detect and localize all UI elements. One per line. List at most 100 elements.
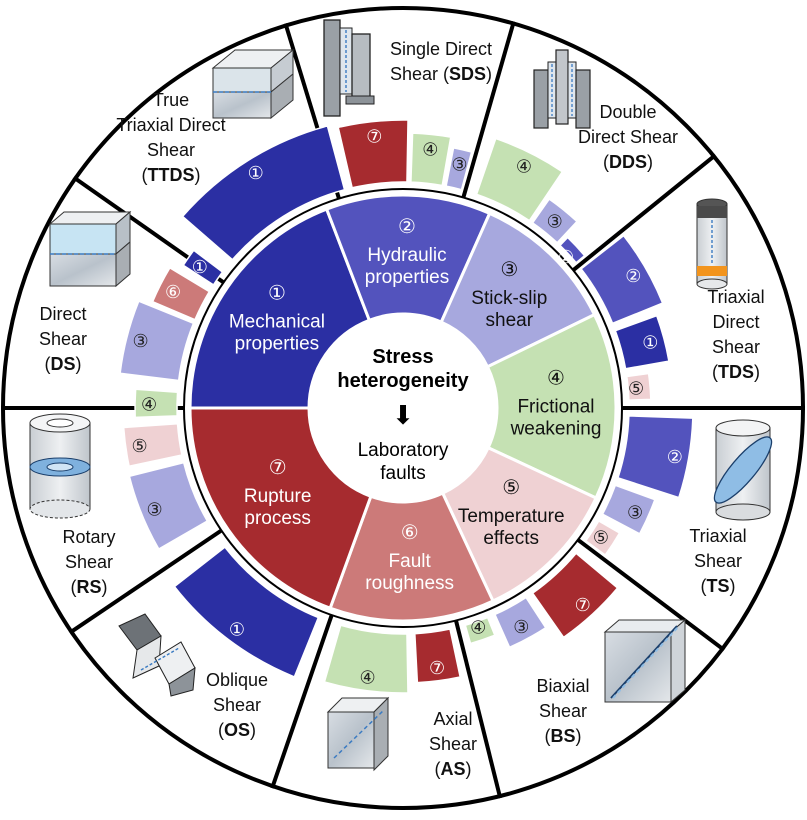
bar-as-rupture: [414, 628, 462, 684]
center-sub-line2: faults: [380, 463, 425, 484]
ring-divider: [461, 21, 516, 199]
true-triaxial-direct-shear-cube-icon: [211, 48, 295, 120]
method-label-os: Oblique: [206, 670, 268, 690]
ring-divider: [68, 528, 224, 635]
method-label-rs: Rotary: [62, 527, 115, 547]
sector-label-stickslip: Stick-slip: [471, 288, 547, 309]
bar-rs-frictional: [134, 388, 179, 419]
oblique-shear-block-icon: [118, 613, 196, 697]
inner-ring: [185, 190, 621, 626]
bar-number-rs: ⑤: [132, 436, 148, 456]
sector-number-stickslip: ③: [500, 259, 518, 281]
sector-label-rupture: Rupture: [244, 486, 312, 507]
bar-dds-frictional: [475, 137, 564, 222]
rotary-shear-cylinder-icon: [29, 413, 91, 519]
sector-label-frictional: Frictional: [517, 397, 594, 418]
bar-ts-hydraulic: [616, 415, 694, 499]
sector-label2-frictional: weakening: [510, 419, 602, 440]
method-abbr-ttds: (TTDS): [142, 165, 201, 185]
single-direct-shear-apparatus-icon: [323, 19, 375, 117]
bar-rs-stickslip: [128, 461, 209, 551]
method-abbr-bs: (BS): [544, 726, 581, 746]
sector-number-hydraulic: ②: [398, 216, 416, 238]
sector-number-frictional: ④: [547, 368, 565, 390]
bar-tds-temperature: [625, 372, 652, 401]
bar-number-ds: ⑥: [165, 282, 181, 302]
bar-bs-rupture: [531, 552, 619, 639]
bar-sds-rupture: [337, 119, 409, 189]
method-label-ts: Triaxial: [689, 526, 746, 546]
sector-number-roughness: ⑥: [401, 522, 419, 544]
bar-number-bs: ④: [470, 617, 486, 637]
bar-ts-stickslip: [601, 484, 656, 535]
method-label-sds: Shear (SDS): [390, 64, 492, 84]
method-abbr-rs: (RS): [70, 577, 107, 597]
method-abbr-tds: (TDS): [712, 362, 760, 382]
center-arrow: ⬇: [392, 400, 414, 430]
bar-number-dds: ④: [516, 156, 532, 176]
bar-number-sds: ④: [422, 139, 438, 159]
bar-dds-hydraulic: [558, 236, 586, 264]
bar-rs-temperature: [122, 422, 183, 468]
method-abbr-as: (AS): [434, 759, 471, 779]
sector-label2-stickslip: shear: [486, 310, 534, 331]
bar-number-sds: ③: [451, 154, 467, 174]
bar-sds-stickslip: [445, 146, 473, 191]
sector-label-roughness: Fault: [389, 551, 432, 572]
method-label-ttds: True: [153, 90, 189, 110]
method-label-ts: Shear: [694, 551, 742, 571]
method-abbr-ds: (DS): [44, 354, 81, 374]
ring-divider: [575, 537, 726, 652]
method-label-tds: Direct: [712, 312, 759, 332]
center-disc: [309, 314, 497, 502]
bar-number-rs: ③: [146, 499, 162, 519]
method-label-bs: Biaxial: [536, 676, 589, 696]
bar-number-sds: ⑦: [366, 127, 382, 147]
bar-number-ttds: ①: [248, 163, 264, 183]
method-label-bs: Shear: [539, 701, 587, 721]
sector-label-mechanical: Mechanical: [229, 311, 325, 332]
bar-number-tds: ②: [625, 266, 641, 286]
sector-label-temperature: Temperature: [458, 506, 565, 527]
bar-tds-mechanical: [614, 314, 670, 370]
method-label-ttds: Shear: [147, 140, 195, 160]
triaxial-shear-cylinder-icon: [713, 419, 773, 521]
biaxial-shear-block-icon: [603, 618, 687, 704]
bar-number-as: ⑦: [429, 658, 445, 678]
method-label-as: Shear: [429, 734, 477, 754]
sector-number-temperature: ⑤: [502, 477, 520, 499]
method-label-os: Shear: [213, 695, 261, 715]
method-label-ttds: Triaxial Direct: [116, 115, 225, 135]
bar-ts-temperature: [584, 519, 621, 556]
method-label-rs: Shear: [65, 552, 113, 572]
ring-divider: [571, 153, 717, 273]
method-label-dds: Double: [599, 102, 656, 122]
bar-os-mechanical: [173, 546, 320, 678]
method-label-ds: Direct: [39, 304, 86, 324]
bar-ttds-mechanical: [181, 125, 346, 261]
method-label-tds: Shear: [712, 337, 760, 357]
center-title-line2: heterogeneity: [337, 370, 469, 392]
bar-number-os: ①: [229, 619, 245, 639]
method-label-as: Axial: [433, 709, 472, 729]
bar-ds-mechanical: [182, 249, 224, 286]
bar-number-ds: ①: [192, 257, 208, 277]
axial-shear-block-icon: [326, 696, 390, 772]
method-abbr-ts: (TS): [700, 576, 735, 596]
method-label-dds: Direct Shear: [578, 127, 678, 147]
triaxial-direct-shear-cylinder-icon: [696, 198, 728, 290]
method-label-tds: Triaxial: [707, 287, 764, 307]
center-title-line1: Stress: [372, 346, 433, 368]
double-direct-shear-apparatus-icon: [533, 49, 591, 129]
bar-number-dds: ③: [547, 212, 563, 232]
method-abbr-os: (OS): [218, 720, 256, 740]
sector-label2-hydraulic: properties: [365, 267, 450, 288]
sector-label2-roughness: roughness: [365, 573, 454, 594]
bar-bs-frictional: [464, 616, 496, 645]
sector-number-mechanical: ①: [268, 282, 286, 304]
bar-tds-hydraulic: [580, 234, 664, 325]
bar-number-bs: ⑦: [575, 595, 591, 615]
sector-number-rupture: ⑦: [269, 457, 287, 479]
ring-divider: [453, 619, 503, 799]
sector-label-hydraulic: Hydraulic: [367, 245, 446, 266]
